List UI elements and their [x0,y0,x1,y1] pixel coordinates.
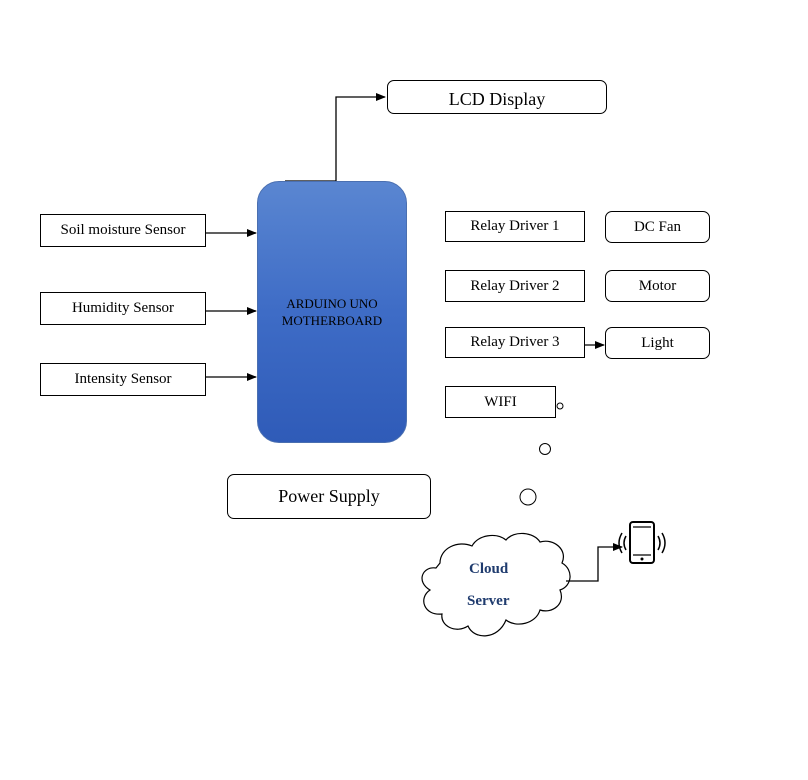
relay-driver-1-box: Relay Driver 1 [445,211,585,242]
arduino-uno-motherboard: ARDUINO UNO MOTHERBOARD [257,181,407,443]
power-supply-box: Power Supply [227,474,431,519]
wifi-bubble-small [556,402,564,410]
arrow-mcu-to-lcd [285,93,386,182]
motor-label: Motor [638,277,677,294]
light-label: Light [641,334,674,351]
power-supply-label: Power Supply [278,486,380,506]
intensity-sensor-box: Intensity Sensor [40,363,206,396]
humidity-sensor-label: Humidity Sensor [71,300,175,316]
mcu-label-line1: ARDUINO UNO [286,296,378,311]
wifi-bubble-large [519,488,537,506]
smartphone-icon [618,521,666,564]
humidity-sensor-box: Humidity Sensor [40,292,206,325]
relay-driver-2-label: Relay Driver 2 [470,277,560,294]
light-box: Light [605,327,710,359]
motor-box: Motor [605,270,710,302]
relay-driver-3-box: Relay Driver 3 [445,327,585,358]
arrow-cloud-to-phone [566,543,623,582]
mcu-label-line2: MOTHERBOARD [281,313,383,328]
lcd-display-label: LCD Display [448,88,546,109]
dc-fan-label: DC Fan [633,218,682,235]
relay-driver-3-label: Relay Driver 3 [470,334,560,350]
cloud-shape [421,532,571,637]
cloud-label-line1: Cloud [469,561,509,577]
wifi-label: WIFI [484,393,517,410]
cloud-label-line2: Server [467,593,510,609]
wifi-bubble-medium [539,443,551,455]
soil-moisture-sensor-box: Soil moisture Sensor [40,214,206,247]
wifi-box: WIFI [445,386,556,418]
relay-driver-2-box: Relay Driver 2 [445,270,585,302]
dc-fan-box: DC Fan [605,211,710,243]
relay-driver-1-label: Relay Driver 1 [470,218,560,234]
intensity-sensor-label: Intensity Sensor [74,371,172,387]
soil-moisture-sensor-label: Soil moisture Sensor [60,222,186,238]
lcd-display-box: LCD Display [387,80,607,114]
